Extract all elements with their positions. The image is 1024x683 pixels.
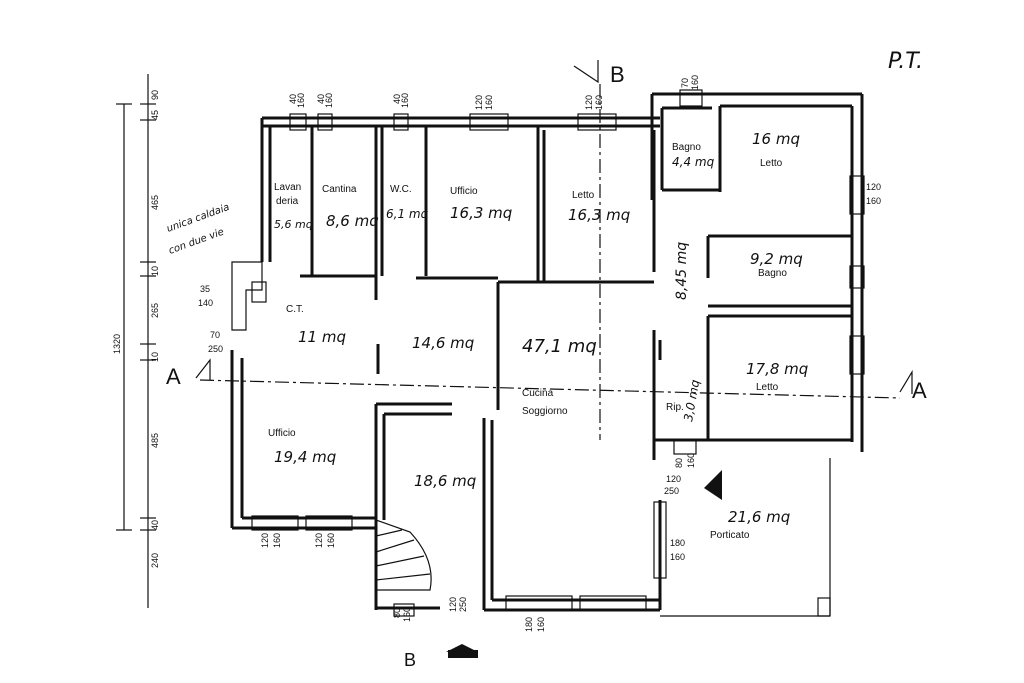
room-name-letto-178: Letto [756,382,779,393]
section-mark-b-bottom: B [404,650,416,670]
opening-dim: 160 [536,617,546,632]
opening-dim: 160 [326,533,336,548]
room-name-cantina: Cantina [322,184,357,195]
opening-dim: 180 [670,538,685,548]
dim-40: 40 [150,520,160,530]
room-area-wc: 6,1 mq [386,207,429,221]
opening-dim: 160 [402,607,412,622]
staircase [375,519,432,591]
dim-total: 1320 [112,334,122,354]
room-area-cantina: 8,6 mq [326,212,379,230]
opening-dim: 80 [392,608,402,618]
room-name-ufficio-bottom: Ufficio [268,428,296,439]
room-area-ripo: 3,0 mq [681,378,702,422]
room-area-letto-top: 16,3 mq [568,206,630,224]
room-area-hall: 8,45 mq [674,242,690,300]
opening-dim: 180 [524,617,534,632]
opening-dim: 140 [198,298,213,308]
dim-10-b: 10 [150,352,160,362]
room-area-lavanderia: 5,6 mq [274,218,313,231]
room-area-ingresso: 18,6 mq [414,472,476,490]
room-name-letto-16: Letto [760,158,783,169]
room-name-bagno-92: Bagno [758,268,787,279]
opening-dim: 250 [208,344,223,354]
entrance-arrow-icon [704,470,722,500]
opening-dim: 120 [260,533,270,548]
opening-dim: 120 [448,597,458,612]
opening-dim: 70 [680,78,690,88]
dim-90: 90 [150,90,160,100]
room-name-lavanderia-1: Lavan [274,182,301,193]
room-name-cucina-2: Soggiorno [522,406,568,417]
opening-dim: 120 [866,182,881,192]
room-area-corridor: 14,6 mq [412,334,474,352]
room-area-letto-16: 16 mq [752,130,800,148]
dimension-numbers-left: 90 45 465 10 265 10 485 40 240 1320 [112,90,160,568]
labels: P.T. B A A B unica caldaia con due vie L… [165,49,927,670]
room-area-letto-178: 17,8 mq [746,360,808,378]
opening-dim: 160 [670,552,685,562]
dim-465: 465 [150,195,160,210]
opening-dim: 250 [458,597,468,612]
opening-dim: 160 [690,75,700,90]
opening-dim: 160 [272,533,282,548]
section-mark-a-right: A [912,378,927,403]
room-name-ripo: Rip. [666,402,684,413]
opening-dim: 120 [666,474,681,484]
dim-10-a: 10 [150,266,160,276]
opening-dim: 80 [674,458,684,468]
sheet-mark: P.T. [888,49,923,74]
opening-dim: 40 [392,94,402,104]
room-area-ufficio-top: 16,3 mq [450,204,512,222]
room-name-lavanderia-2: deria [276,196,299,207]
room-area-ct: 11 mq [298,328,346,346]
opening-dim: 40 [316,94,326,104]
room-name-porticato: Porticato [710,530,750,541]
room-area-porticato: 21,6 mq [728,508,790,526]
dimension-chain-left [116,74,156,608]
room-name-ufficio-top: Ufficio [450,186,478,197]
room-name-ct: C.T. [286,304,304,315]
room-name-letto-top: Letto [572,190,595,201]
room-name-bagno-small: Bagno [672,142,701,153]
opening-dim: 160 [296,93,306,108]
room-name-cucina-1: Cucina [522,388,554,399]
opening-dim: 120 [474,95,484,110]
opening-dim: 160 [686,453,696,468]
dim-265: 265 [150,303,160,318]
room-name-wc: W.C. [390,184,412,195]
room-area-cucina: 47,1 mq [522,336,597,357]
opening-dim: 160 [594,95,604,110]
opening-dim: 160 [484,95,494,110]
opening-dim: 40 [288,94,298,104]
opening-dim: 70 [210,330,220,340]
opening-dim: 120 [314,533,324,548]
opening-dim: 160 [866,196,881,206]
section-mark-b-top: B [610,62,625,87]
dim-45: 45 [150,110,160,120]
opening-dim: 160 [400,93,410,108]
room-area-bagno-92: 9,2 mq [750,250,803,268]
dim-240: 240 [150,553,160,568]
section-lines [195,60,913,658]
windows [251,89,865,617]
opening-dim: 35 [200,284,210,294]
opening-dim: 160 [324,93,334,108]
dim-485: 485 [150,433,160,448]
section-mark-a-left: A [166,364,181,389]
opening-dimensions: 40 160 40 160 40 160 120 160 120 160 70 … [198,75,881,632]
opening-dim: 250 [664,486,679,496]
room-area-bagno-small: 4,4 mq [672,155,715,169]
room-area-ufficio-bottom: 19,4 mq [274,448,336,466]
opening-dim: 120 [584,95,594,110]
